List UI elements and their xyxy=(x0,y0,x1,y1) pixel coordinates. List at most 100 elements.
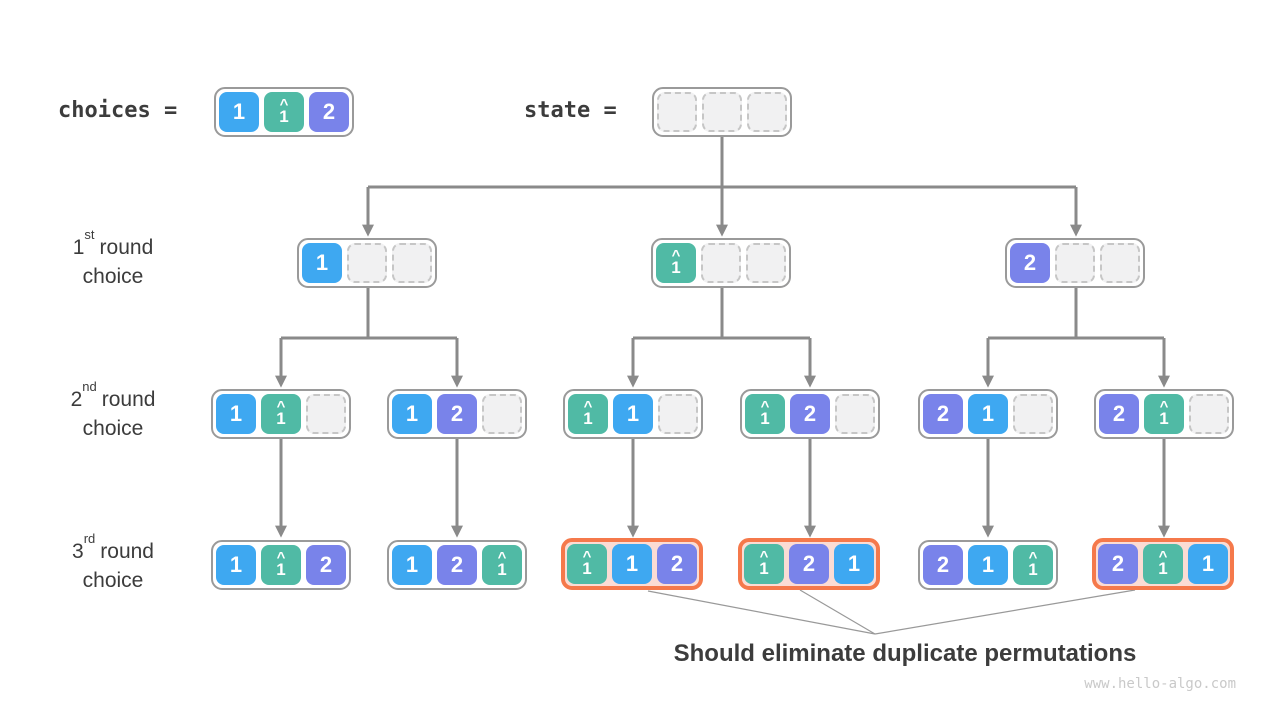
round-1-label-line1: 1stround xyxy=(72,227,154,259)
cell-value: 1 xyxy=(1158,558,1168,578)
array-cell xyxy=(1189,394,1229,434)
array-cell: 2 xyxy=(657,544,697,584)
array-cell xyxy=(657,92,697,132)
array-cell: ^1 xyxy=(1144,394,1184,434)
cell-value: 1 xyxy=(276,408,286,428)
array-cell: 2 xyxy=(306,545,346,585)
round-2-label-line1: 2ndround xyxy=(70,379,156,411)
array-cell: 1 xyxy=(613,394,653,434)
array-cell: 1 xyxy=(392,545,432,585)
cell-value: 1 xyxy=(760,408,770,428)
array-cell: ^1 xyxy=(261,394,301,434)
array-cell: 2 xyxy=(437,394,477,434)
state-node-r3-4: 2 1 ^1 xyxy=(918,540,1058,590)
array-cell xyxy=(658,394,698,434)
state-node-r3-3-duplicate: ^1 2 1 xyxy=(738,538,880,590)
array-cell: 1 xyxy=(834,544,874,584)
cell-value: 1 xyxy=(1159,408,1169,428)
round-2-label: 2ndround choice xyxy=(38,379,188,443)
round-3-label-line1: 3rdround xyxy=(72,531,154,563)
cell-value: 1 xyxy=(497,559,507,579)
state-node-r1-1: ^1 xyxy=(651,238,791,288)
state-node-r1-0: 1 xyxy=(297,238,437,288)
array-cell: 1 xyxy=(302,243,342,283)
array-cell: 2 xyxy=(923,394,963,434)
array-cell: 1 xyxy=(219,92,259,132)
array-cell xyxy=(306,394,346,434)
array-cell: ^1 xyxy=(567,544,607,584)
array-cell xyxy=(482,394,522,434)
hat-mark: ^ xyxy=(1028,548,1038,566)
array-cell: 1 xyxy=(216,545,256,585)
hat-mark: ^ xyxy=(276,397,286,415)
state-node-r3-1: 1 2 ^1 xyxy=(387,540,527,590)
hat-mark: ^ xyxy=(1159,397,1169,415)
cell-value: 1 xyxy=(582,558,592,578)
array-cell: ^1 xyxy=(264,92,304,132)
round-1-label: 1stround choice xyxy=(38,227,188,291)
array-cell xyxy=(392,243,432,283)
cell-value: 1 xyxy=(276,559,286,579)
array-cell: ^1 xyxy=(1013,545,1053,585)
hat-mark: ^ xyxy=(497,548,507,566)
state-node-r2-5: 2 ^1 xyxy=(1094,389,1234,439)
array-cell: 1 xyxy=(968,394,1008,434)
choices-label: choices = xyxy=(58,98,178,123)
array-cell xyxy=(701,243,741,283)
hat-mark: ^ xyxy=(582,547,592,565)
array-cell: ^1 xyxy=(745,394,785,434)
array-cell: ^1 xyxy=(1143,544,1183,584)
array-cell: 2 xyxy=(789,544,829,584)
round-3-label: 3rdround choice xyxy=(38,531,188,595)
array-cell xyxy=(746,243,786,283)
hat-mark: ^ xyxy=(276,548,286,566)
array-cell: 1 xyxy=(392,394,432,434)
hat-mark: ^ xyxy=(279,95,289,113)
round-2-label-line2: choice xyxy=(82,417,144,440)
state-node-r3-2-duplicate: ^1 1 2 xyxy=(561,538,703,590)
state-node-r2-2: ^1 1 xyxy=(563,389,703,439)
cell-value: 1 xyxy=(1028,559,1038,579)
state-node-r2-1: 1 2 xyxy=(387,389,527,439)
tree-branch-lines xyxy=(275,135,1170,538)
cell-value: 1 xyxy=(583,408,593,428)
array-cell: ^1 xyxy=(744,544,784,584)
duplicate-permutations-caption: Should eliminate duplicate permutations xyxy=(673,640,1137,667)
state-array xyxy=(652,87,792,137)
array-cell: 2 xyxy=(1010,243,1050,283)
array-cell: 2 xyxy=(1098,544,1138,584)
state-label: state = xyxy=(524,98,617,123)
hat-mark: ^ xyxy=(1158,547,1168,565)
array-cell: 2 xyxy=(1099,394,1139,434)
watermark: www.hello-algo.com xyxy=(1084,676,1236,692)
array-cell: 1 xyxy=(216,394,256,434)
array-cell xyxy=(702,92,742,132)
array-cell: ^1 xyxy=(656,243,696,283)
state-node-r2-3: ^1 2 xyxy=(740,389,880,439)
array-cell: ^1 xyxy=(482,545,522,585)
hat-mark: ^ xyxy=(759,547,769,565)
hat-mark: ^ xyxy=(671,246,681,264)
array-cell xyxy=(1013,394,1053,434)
array-cell: 2 xyxy=(437,545,477,585)
state-node-r3-0: 1 ^1 2 xyxy=(211,540,351,590)
hat-mark: ^ xyxy=(583,397,593,415)
state-node-r2-0: 1 ^1 xyxy=(211,389,351,439)
choices-array: 1 ^1 2 xyxy=(214,87,354,137)
array-cell: 1 xyxy=(1188,544,1228,584)
array-cell xyxy=(1100,243,1140,283)
array-cell xyxy=(347,243,387,283)
array-cell: 2 xyxy=(309,92,349,132)
array-cell xyxy=(747,92,787,132)
round-1-label-line2: choice xyxy=(82,265,144,288)
array-cell: 1 xyxy=(612,544,652,584)
array-cell: 2 xyxy=(923,545,963,585)
hat-mark: ^ xyxy=(760,397,770,415)
round-3-label-line2: choice xyxy=(82,569,144,592)
array-cell: 1 xyxy=(968,545,1008,585)
cell-value: 1 xyxy=(759,558,769,578)
array-cell xyxy=(1055,243,1095,283)
array-cell: 2 xyxy=(790,394,830,434)
